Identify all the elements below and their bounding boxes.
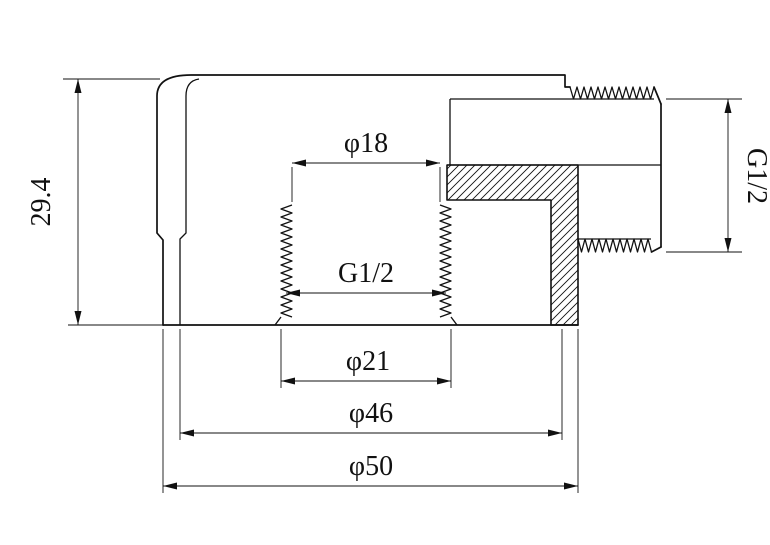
thread-mouth-chamfer-left — [274, 316, 282, 326]
dim-label-height: 29.4 — [26, 178, 57, 227]
dim-bore: φ18 — [291, 128, 441, 202]
dim-label-bore: φ18 — [344, 128, 388, 159]
pipe-end-chamfer-top — [653, 86, 662, 105]
dim-internal-thread: G1/2 — [286, 258, 446, 297]
dim-height: 29.4 — [26, 78, 163, 326]
dim-label-body-dia: φ46 — [349, 398, 393, 429]
dim-label-outer-dia: φ50 — [349, 451, 393, 482]
inner-left-wall — [179, 78, 200, 325]
section-hatch — [446, 164, 579, 326]
thread-mouth-chamfer-right — [450, 316, 458, 326]
dim-thread-od: φ21 — [280, 329, 452, 388]
dimension-annotations: 29.4 φ18 G1/2 φ21 — [26, 78, 770, 493]
female-thread-right — [439, 204, 452, 318]
part-geometry — [156, 74, 662, 326]
male-thread-top — [569, 86, 655, 100]
dim-label-thread-od: φ21 — [346, 346, 390, 377]
dim-outer-dia: φ50 — [162, 329, 579, 493]
female-thread-left — [280, 204, 293, 318]
male-thread-bottom — [577, 238, 653, 253]
pipe-end-chamfer-bottom — [650, 246, 662, 253]
dim-label-side-thread: G1/2 — [741, 148, 770, 204]
dim-body-dia: φ46 — [179, 329, 563, 440]
part-outline — [156, 74, 571, 326]
dim-side-thread: G1/2 — [666, 98, 770, 253]
dim-label-internal-thread: G1/2 — [338, 258, 394, 289]
